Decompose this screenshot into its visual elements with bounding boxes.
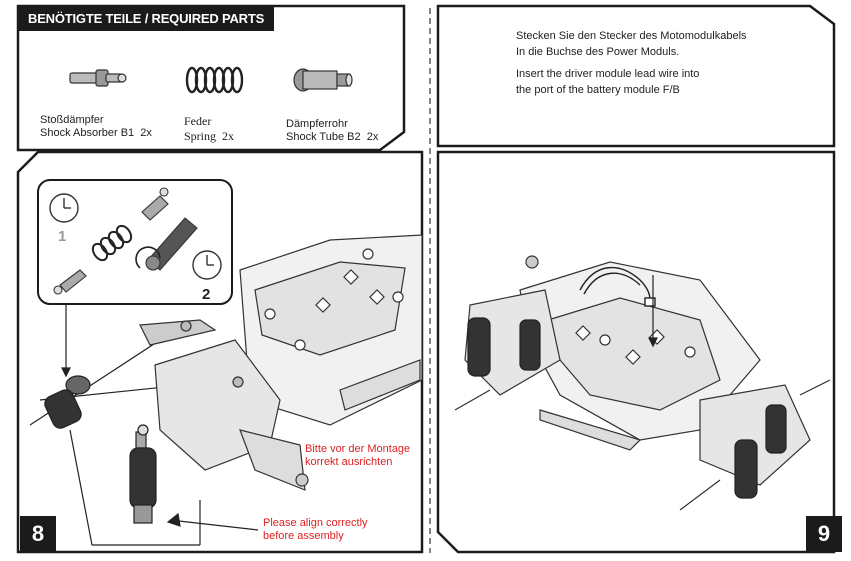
note-line: Bitte vor der Montage <box>305 443 411 455</box>
step-number-8: 8 <box>20 516 56 552</box>
step-9-wire <box>579 266 656 307</box>
alignment-note-en: Please align correctly before assembly <box>263 517 368 543</box>
step-9-instruction-en: Insert the driver module lead wire into … <box>516 66 699 98</box>
step-9-shocks <box>467 317 787 499</box>
note-line: Please align correctly <box>263 517 368 529</box>
inset-step-2: 2 <box>202 286 211 303</box>
part-name-en: Spring <box>184 129 217 143</box>
instruction-line: In die Buchse des Power Moduls. <box>516 46 680 58</box>
step-9-pointer-arrow <box>648 275 658 348</box>
part-qty: 2x <box>366 131 379 143</box>
inset-spring-drawing <box>91 224 133 262</box>
note-line: korrekt ausrichten <box>305 456 393 468</box>
instruction-line: the port of the battery module F/B <box>516 84 680 96</box>
step-8-inset-box <box>37 179 233 305</box>
step-8-chassis <box>139 234 423 491</box>
clock-icon-1 <box>49 193 79 223</box>
clock-icon-2 <box>192 250 222 280</box>
part-label-shock-tube: Dämpferrohr Shock Tube B2 2x <box>286 118 378 144</box>
spring-part-icon <box>185 66 244 94</box>
instruction-line: Stecken Sie den Stecker des Motomodulkab… <box>516 30 747 42</box>
step-number-9: 9 <box>806 516 842 552</box>
part-name-de: Feder <box>184 114 212 128</box>
step-8-frame <box>16 150 424 554</box>
instruction-line: Insert the driver module lead wire into <box>516 68 700 80</box>
alignment-note-de: Bitte vor der Montage korrekt ausrichten <box>305 443 410 469</box>
rotate-arrow <box>135 246 161 269</box>
inset-step-1: 1 <box>58 228 67 245</box>
shock-tube-part-icon <box>293 68 353 92</box>
part-qty: 2x <box>140 127 152 139</box>
step-8-shock-left <box>44 375 91 429</box>
part-name-de: Stoßdämpfer <box>40 114 104 126</box>
step-9-frame <box>436 150 836 554</box>
part-qty: 2x <box>222 129 235 143</box>
part-name-de: Dämpferrohr <box>286 118 348 130</box>
parts-panel-frame <box>16 4 406 152</box>
note-line: before assembly <box>263 530 344 542</box>
part-name-en: Shock Tube B2 <box>286 131 361 143</box>
part-name-en: Shock Absorber B1 <box>40 127 135 139</box>
part-label-shock-absorber: Stoßdämpfer Shock Absorber B1 2x <box>40 114 152 140</box>
part-label-spring: Feder Spring 2x <box>184 114 234 144</box>
instruction-panel-frame <box>436 4 836 148</box>
step-9-instruction-de: Stecken Sie den Stecker des Motomodulkab… <box>516 28 747 60</box>
shock-absorber-part-icon <box>69 69 127 87</box>
step-9-chassis <box>454 255 831 511</box>
parts-header: BENÖTIGTE TEILE / REQUIRED PARTS <box>18 6 274 31</box>
step-8-shock-bottom <box>129 424 157 524</box>
